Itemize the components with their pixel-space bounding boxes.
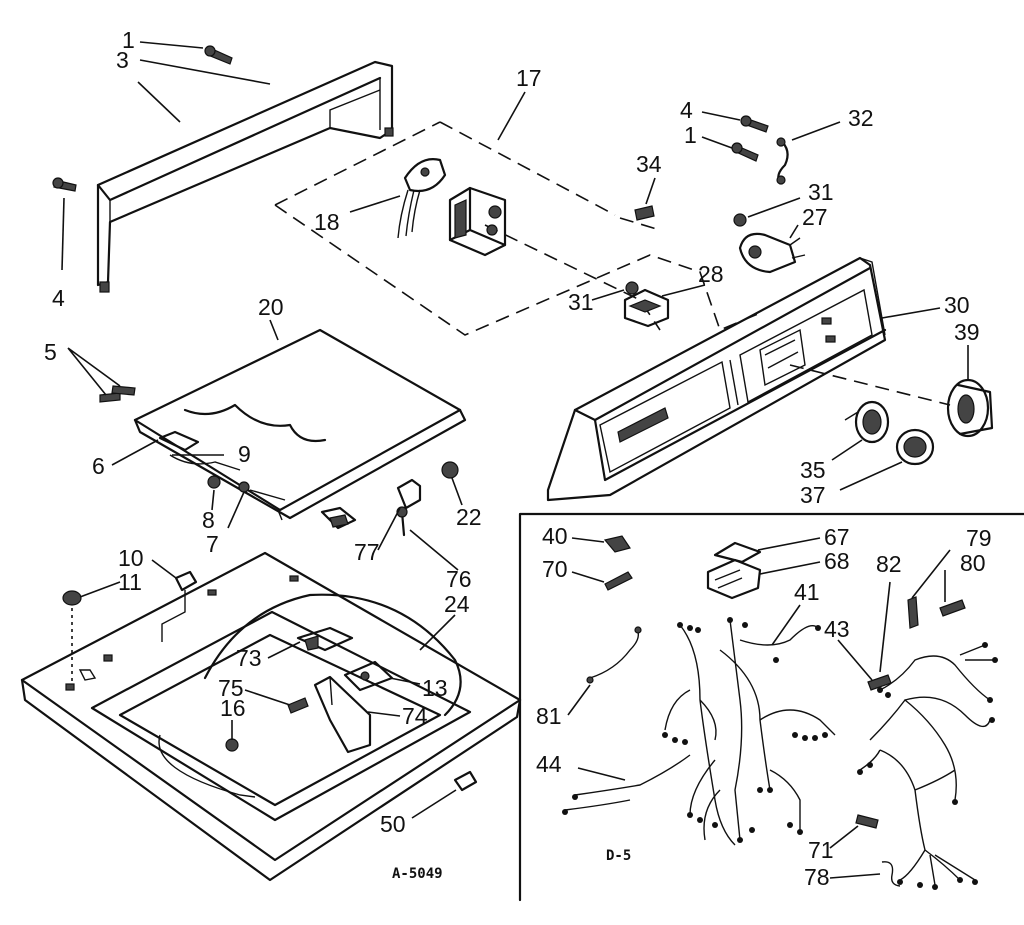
callout-3: 3 — [116, 47, 129, 73]
bracket-part-73 — [296, 626, 354, 652]
knob-part-35 — [844, 400, 890, 444]
bumper-part-22 — [441, 461, 459, 479]
callout-44: 44 — [536, 751, 562, 777]
callout-70: 70 — [542, 556, 568, 582]
console-bracket — [96, 60, 394, 293]
console-panel — [546, 256, 887, 502]
motor-bracket — [397, 158, 447, 239]
callout-35: 35 — [800, 457, 826, 483]
callout-32: 32 — [848, 105, 874, 131]
spring-part-9 — [169, 454, 241, 471]
callout-11: 11 — [118, 569, 142, 595]
callout-13: 13 — [422, 675, 448, 701]
callout-67: 67 — [824, 524, 850, 550]
callout-27: 27 — [802, 204, 828, 230]
callout-81: 81 — [536, 703, 562, 729]
callout-20: 20 — [258, 294, 284, 320]
callout-22: 22 — [456, 504, 482, 530]
switch-part-13 — [343, 660, 394, 692]
callout-28: 28 — [698, 261, 724, 287]
callout-17: 17 — [516, 65, 542, 91]
nut-part-31-upper — [733, 213, 747, 227]
callout-73: 73 — [236, 645, 262, 671]
callout-9: 9 — [238, 441, 251, 467]
switch-part-27 — [738, 232, 806, 274]
screw-part-7 — [238, 481, 286, 501]
screw-part-4-right — [740, 115, 769, 133]
callout-78: 78 — [804, 864, 830, 890]
knob-part-39 — [946, 378, 994, 438]
hinge-lower — [320, 506, 357, 530]
callout-10: 10 — [118, 545, 144, 571]
bumper-part-11 — [62, 590, 82, 682]
callout-7: 7 — [206, 531, 219, 557]
callout-5: 5 — [44, 339, 57, 365]
screw-part-1-right — [731, 142, 759, 162]
knob-part-37 — [895, 428, 935, 466]
callout-31-lower: 31 — [568, 289, 594, 315]
callout-43: 43 — [824, 616, 850, 642]
screw-part-1-top — [204, 45, 233, 65]
nut-part-31-lower — [625, 281, 639, 295]
switch-part-28 — [623, 288, 670, 328]
callout-labels: 1 3 4 5 6 7 8 9 10 11 13 16 17 18 20 22 … — [44, 27, 992, 890]
callout-31-upper: 31 — [808, 179, 834, 205]
callout-4-right: 4 — [680, 97, 693, 123]
drawing-number: A-5049 — [392, 866, 443, 882]
callout-77: 77 — [354, 539, 380, 565]
callout-4-left: 4 — [52, 285, 65, 311]
callout-24: 24 — [444, 591, 470, 617]
clip-part-32 — [776, 137, 789, 185]
top-lid — [133, 328, 467, 521]
actuator-part-74 — [313, 675, 372, 754]
hinge-part-10 — [161, 570, 198, 642]
callout-1-top: 1 — [122, 27, 135, 53]
timer-module — [448, 186, 507, 257]
callout-74: 74 — [402, 703, 428, 729]
callout-79: 79 — [966, 525, 992, 551]
callout-68: 68 — [824, 548, 850, 574]
inset-label: D-5 — [606, 848, 631, 864]
callout-30: 30 — [944, 292, 970, 318]
clip-part-50 — [453, 770, 478, 792]
callout-41: 41 — [794, 579, 820, 605]
callout-40: 40 — [542, 523, 568, 549]
callout-16: 16 — [220, 695, 246, 721]
callout-1-right: 1 — [684, 122, 697, 148]
nut-part-8 — [207, 475, 221, 489]
callout-34: 34 — [636, 151, 662, 177]
pin-part-75 — [287, 697, 309, 714]
callout-71: 71 — [808, 837, 834, 863]
callout-18: 18 — [314, 209, 340, 235]
screws-part-5 — [99, 385, 136, 403]
wiring-inset — [518, 512, 1024, 902]
screw-part-16 — [225, 738, 239, 752]
callout-39: 39 — [954, 319, 980, 345]
screw-part-4-left — [52, 177, 77, 192]
callout-6: 6 — [92, 453, 105, 479]
callout-82: 82 — [876, 551, 902, 577]
callout-75: 75 — [218, 675, 244, 701]
pin-part-34 — [634, 205, 655, 221]
leader-lines — [61, 41, 969, 879]
callout-8: 8 — [202, 507, 215, 533]
console-outline-dashed — [274, 121, 761, 336]
callout-76: 76 — [446, 566, 472, 592]
callout-50: 50 — [380, 811, 406, 837]
hinge-part-6 — [158, 430, 200, 452]
callout-80: 80 — [960, 550, 986, 576]
callout-37: 37 — [800, 482, 826, 508]
latch-part-77 — [396, 478, 422, 510]
